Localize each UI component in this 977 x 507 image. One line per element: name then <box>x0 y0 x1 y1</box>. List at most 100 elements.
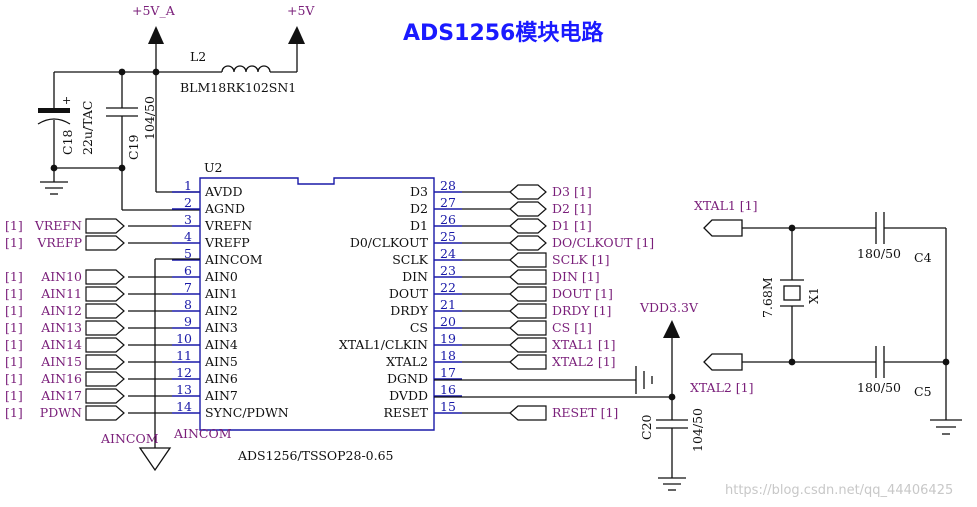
pin-number: 27 <box>440 195 456 210</box>
pin-number: 6 <box>184 263 192 278</box>
power-arrow-5va <box>148 26 164 44</box>
port-name: CS[1] <box>552 320 592 335</box>
pin-name: AIN0 <box>204 269 238 284</box>
port-sheet: [1] <box>5 388 23 403</box>
pin-number: 16 <box>440 382 456 397</box>
port-symbol <box>509 405 547 421</box>
pin-number: 24 <box>440 246 456 261</box>
port-name-text: DO/CLKOUT <box>552 235 633 250</box>
pin-number: 13 <box>176 382 192 397</box>
chip-part: ADS1256/TSSOP28-0.65 <box>237 448 394 463</box>
chip-ref: U2 <box>204 160 223 175</box>
pin-name: DVDD <box>389 388 428 403</box>
port-symbol <box>85 337 125 353</box>
aincom-port-label: AINCOM <box>173 426 232 441</box>
junction-dot <box>942 358 950 366</box>
pin-number: 18 <box>440 348 456 363</box>
pin-name: DOUT <box>389 286 429 301</box>
port-symbol <box>85 354 125 370</box>
pin-name: VREFP <box>204 235 250 250</box>
crystal-x1 <box>780 228 804 362</box>
port-name: VREFP <box>36 235 82 250</box>
power-label-vdd33: VDD3.3V <box>639 300 699 315</box>
port-symbol <box>509 303 547 319</box>
port-sheet: [1] <box>582 269 600 284</box>
c18-value: 22u/TAC <box>80 101 95 155</box>
pin-name: CS <box>410 320 428 335</box>
pin-number: 26 <box>440 212 456 227</box>
port-name: AIN12 <box>40 303 82 318</box>
port-name-text: DIN <box>552 269 578 284</box>
port-symbol <box>85 218 125 234</box>
port-sheet: [1] <box>5 405 23 420</box>
port-name: AIN13 <box>40 320 82 335</box>
pin-number: 1 <box>184 178 192 193</box>
ground-symbol <box>635 366 653 394</box>
pin-name: AIN2 <box>204 303 238 318</box>
port-sheet: [1] <box>5 354 23 369</box>
port-symbol <box>85 320 125 336</box>
port-symbol <box>85 235 125 251</box>
c18-ref: C18 <box>60 129 75 155</box>
pin-name: DRDY <box>390 303 428 318</box>
port-sheet: [1] <box>592 252 610 267</box>
ground-symbol <box>930 419 962 435</box>
port-symbol <box>85 269 125 285</box>
pin-name: DIN <box>402 269 428 284</box>
port-sheet: [1] <box>598 354 616 369</box>
pin-name: AIN4 <box>204 337 238 352</box>
aincom-net-label: AINCOM <box>100 431 159 446</box>
pin-name: D2 <box>410 201 428 216</box>
pin-name: RESET <box>383 405 428 420</box>
pin-name: AIN5 <box>204 354 238 369</box>
pin-number: 10 <box>176 331 192 346</box>
port-sheet: [1] <box>5 303 23 318</box>
pin-name: AGND <box>204 201 245 216</box>
port-name: PDWN <box>40 405 82 420</box>
pin-number: 14 <box>176 399 192 414</box>
port-name: AIN16 <box>40 371 82 386</box>
junction-dot <box>668 393 676 401</box>
pin-number: 25 <box>440 229 456 244</box>
pin-number: 22 <box>440 280 456 295</box>
pin-name: AIN6 <box>204 371 238 386</box>
port-name: AIN17 <box>40 388 82 403</box>
c4-ref: C4 <box>914 250 932 265</box>
port-name: D3 [1] <box>552 184 592 199</box>
pin-name: AIN3 <box>204 320 238 335</box>
port-symbol <box>85 286 125 302</box>
pin-number: 20 <box>440 314 456 329</box>
port-symbol <box>509 320 547 336</box>
port-sheet: [1] <box>594 303 612 318</box>
pin-name: XTAL2 <box>386 354 428 369</box>
inductor-ref: L2 <box>190 49 206 64</box>
pin-number: 7 <box>184 280 192 295</box>
pin-number: 23 <box>440 263 456 278</box>
port-name: AIN10 <box>40 269 82 284</box>
port-name: DIN [1] <box>552 269 600 284</box>
capacitor-c20 <box>656 419 688 491</box>
pin-number: 11 <box>176 348 192 363</box>
port-sheet: [1] <box>636 235 654 250</box>
port-name-text: RESET <box>552 405 597 420</box>
port-sheet: [1] <box>601 405 619 420</box>
watermark: https://blog.csdn.net/qq_44406425 <box>725 483 953 498</box>
port-sheet: [1] <box>5 320 23 335</box>
pin-name: D1 <box>410 218 428 233</box>
port-symbol <box>509 269 547 285</box>
port-name-text: D3 <box>552 184 570 199</box>
port-sheet: [1] <box>574 184 592 199</box>
xtal2-port-label: XTAL2 [1] <box>690 380 754 395</box>
power-label-5va: +5V_A <box>132 3 176 18</box>
port-symbol <box>509 286 547 302</box>
c19-ref: C19 <box>126 134 141 160</box>
port-name: AIN11 <box>40 286 82 301</box>
power-arrow-vdd33 <box>663 320 680 338</box>
port-name: DRDY[1] <box>552 303 611 318</box>
port-symbol <box>509 252 547 268</box>
port-sheet: [1] <box>574 201 592 216</box>
port-sheet: [1] <box>598 337 616 352</box>
port-sheet: [1] <box>5 269 23 284</box>
port-sheet: [1] <box>5 286 23 301</box>
